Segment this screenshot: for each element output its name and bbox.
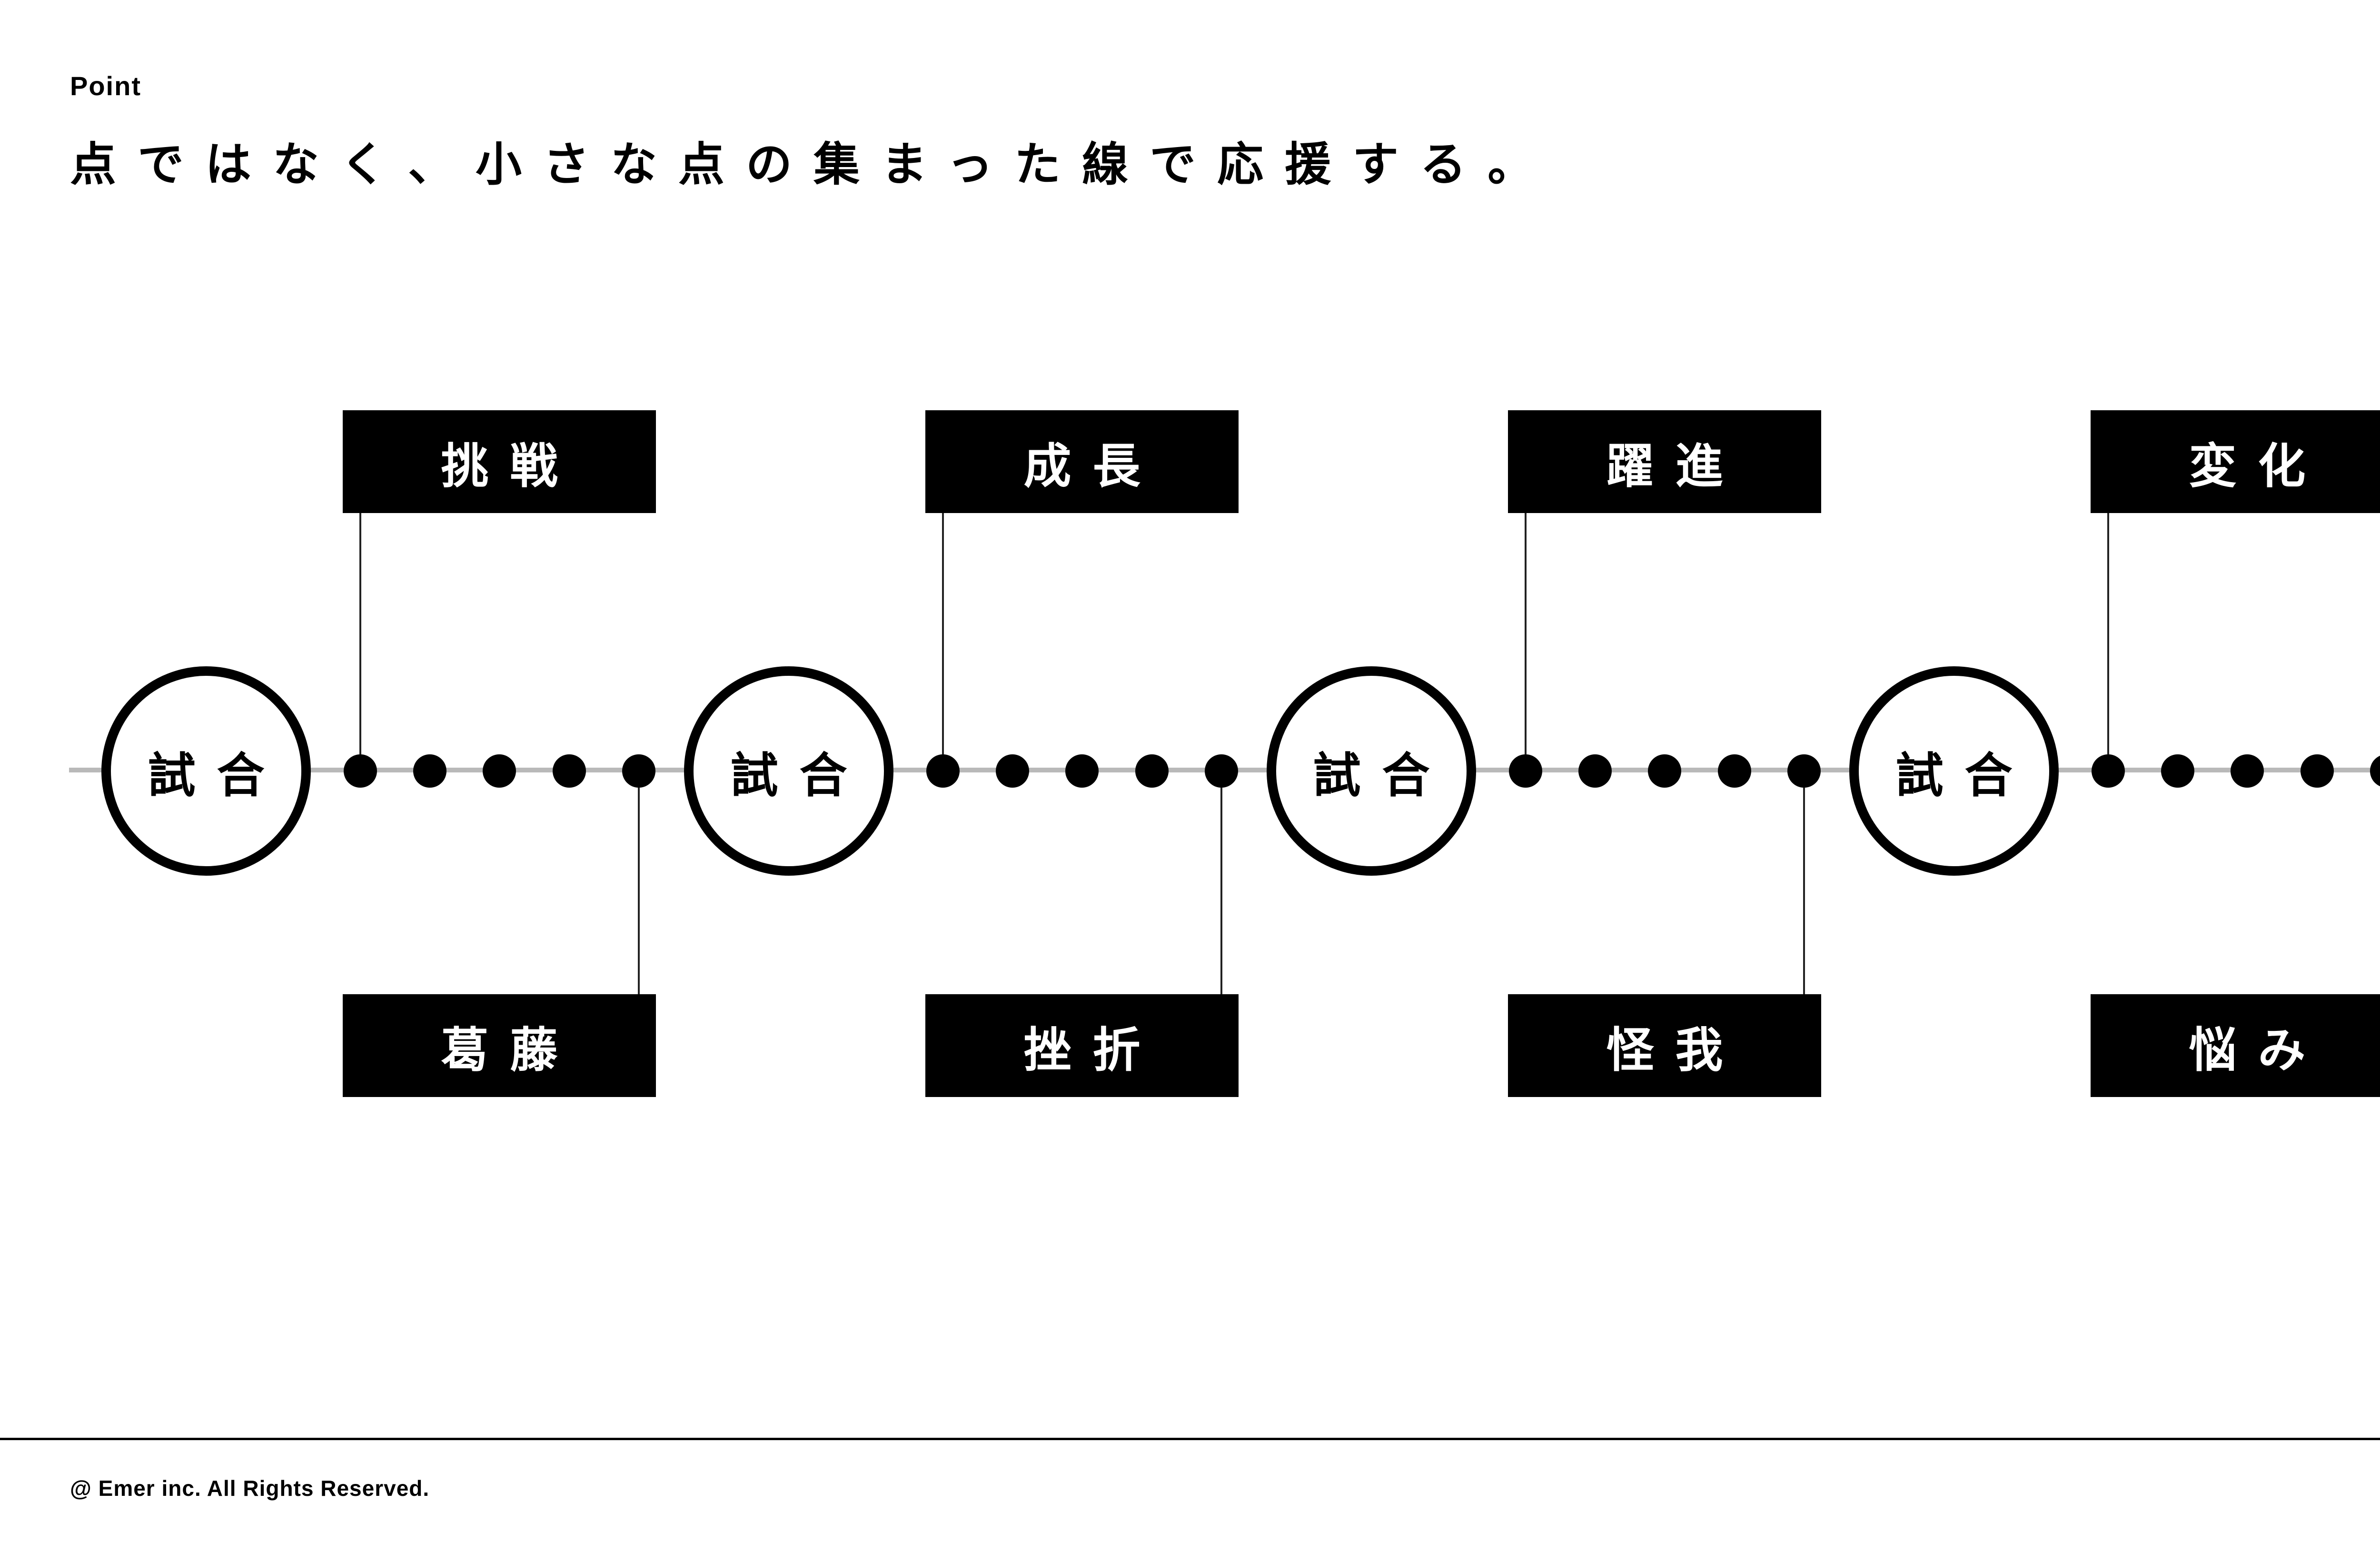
bottom-connector-line — [637, 788, 640, 994]
match-node: 試合 — [684, 666, 893, 876]
top-connector-line — [1525, 513, 1527, 754]
top-connector-line — [359, 513, 361, 754]
timeline-dot — [2300, 754, 2334, 788]
timeline-dot — [2161, 754, 2195, 788]
top-connector-line — [2107, 513, 2109, 754]
timeline-dot — [483, 754, 516, 788]
timeline-dot — [996, 754, 1030, 788]
timeline-dot — [413, 754, 447, 788]
bottom-label-box: 怪我 — [1508, 994, 1821, 1097]
timeline-dot — [926, 754, 960, 788]
timeline-dot — [2092, 754, 2125, 788]
footer-divider-line — [0, 1438, 2380, 1440]
match-node: 試合 — [1849, 666, 2059, 876]
timeline-dot — [1648, 754, 1682, 788]
timeline-dot — [1787, 754, 1821, 788]
timeline-dot — [344, 754, 377, 788]
bottom-label-box: 挫折 — [925, 994, 1239, 1097]
eyebrow-label: Point — [70, 71, 141, 101]
top-label-box: 挑戦 — [343, 410, 656, 513]
timeline-dot — [622, 754, 655, 788]
bottom-connector-line — [1803, 788, 1805, 994]
page-title: 点ではなく、小さな点の集まった線で応援する。 — [70, 138, 1556, 190]
footer-copyright: @ Emer inc. All Rights Reserved. — [70, 1476, 430, 1501]
bottom-label-box: 悩み — [2091, 994, 2380, 1097]
bottom-connector-line — [1220, 788, 1222, 994]
timeline-dot — [1717, 754, 1751, 788]
timeline-dot — [1509, 754, 1542, 788]
match-node: 試合 — [101, 666, 311, 876]
top-connector-line — [942, 513, 944, 754]
top-label-box: 変化 — [2091, 410, 2380, 513]
top-label-box: 成長 — [925, 410, 1239, 513]
timeline-dot — [1578, 754, 1612, 788]
timeline-dot — [2370, 754, 2380, 788]
top-label-box: 躍進 — [1508, 410, 1821, 513]
bottom-label-box: 葛藤 — [343, 994, 656, 1097]
timeline-dot — [2231, 754, 2264, 788]
timeline-dot — [1204, 754, 1238, 788]
timeline-dot — [1135, 754, 1169, 788]
match-node: 試合 — [1267, 666, 1476, 876]
timeline-dot — [552, 754, 586, 788]
timeline-dot — [1065, 754, 1099, 788]
